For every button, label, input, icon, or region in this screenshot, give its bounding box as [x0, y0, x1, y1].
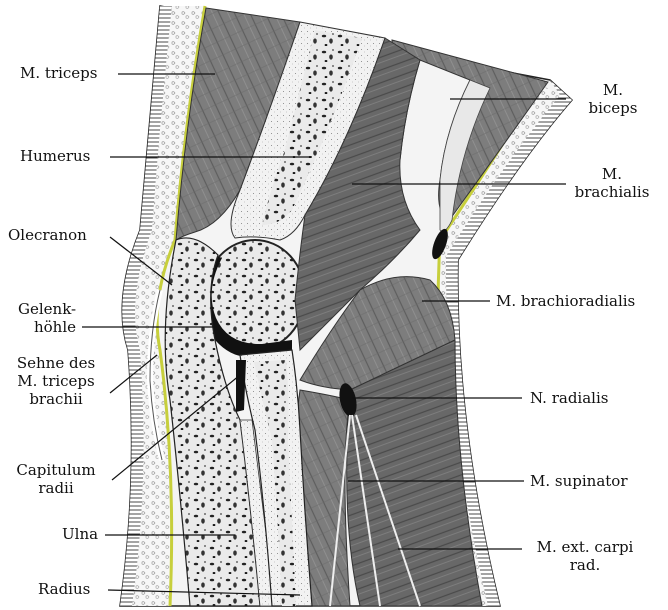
label-biceps-line1: M. — [578, 81, 648, 99]
label-n-radialis: N. radialis — [530, 389, 608, 407]
label-gelenkhoehle-line1: Gelenk- — [18, 300, 76, 318]
label-capitulum-line2: radii — [4, 479, 108, 497]
label-sehne-triceps: Sehne des M. triceps brachii — [4, 354, 108, 408]
label-brachialis: M. brachialis — [566, 165, 658, 201]
label-biceps: M. biceps — [578, 81, 648, 117]
label-olecranon: Olecranon — [8, 226, 87, 244]
label-ext-carpi: M. ext. carpi rad. — [526, 538, 644, 574]
label-ext-carpi-line1: M. ext. carpi — [526, 538, 644, 556]
label-capitulum-line1: Capitulum — [4, 461, 108, 479]
label-brachioradialis: M. brachioradialis — [496, 292, 635, 310]
label-humerus: Humerus — [20, 147, 90, 165]
label-sehne-line1: Sehne des — [4, 354, 108, 372]
label-gelenkhoehle: Gelenk- höhle — [18, 300, 76, 336]
label-sehne-line3: brachii — [4, 390, 108, 408]
label-supinator: M. supinator — [530, 472, 628, 490]
label-sehne-line2: M. triceps — [4, 372, 108, 390]
label-ulna: Ulna — [62, 525, 98, 543]
label-brachialis-line2: brachialis — [566, 183, 658, 201]
label-brachialis-line1: M. — [566, 165, 658, 183]
label-radius: Radius — [38, 580, 90, 598]
label-biceps-line2: biceps — [578, 99, 648, 117]
label-ext-carpi-line2: rad. — [526, 556, 644, 574]
label-gelenkhoehle-line2: höhle — [18, 318, 76, 336]
label-triceps: M. triceps — [20, 64, 97, 82]
label-capitulum-radii: Capitulum radii — [4, 461, 108, 497]
